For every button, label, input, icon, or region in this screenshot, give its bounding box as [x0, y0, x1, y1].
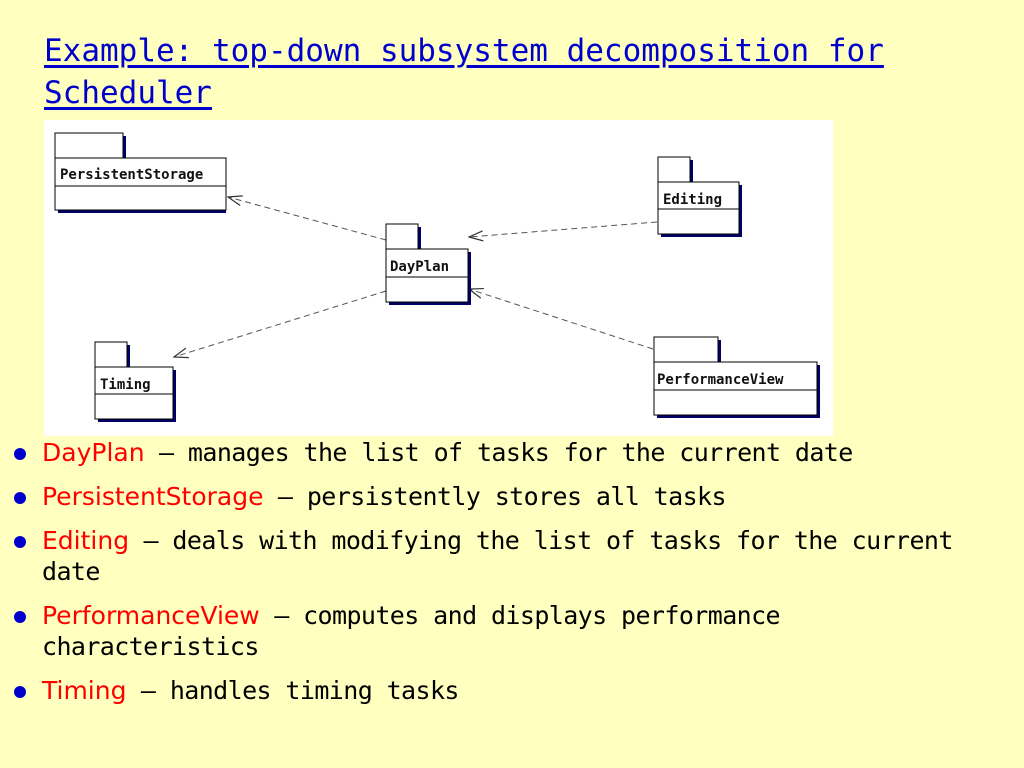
- term-persistentstorage: PersistentStorage: [42, 482, 264, 511]
- package-label-timing: Timing: [100, 377, 151, 393]
- dependency-dayplan-to-timing: [174, 290, 387, 357]
- term-performanceview: PerformanceView: [42, 601, 260, 630]
- list-item-dayplan: DayPlan – manages the list of tasks for …: [12, 437, 1002, 468]
- package-timing: Timing: [94, 341, 176, 422]
- term-dayplan: DayPlan: [42, 438, 145, 467]
- dependency-performanceview-to-dayplan: [469, 289, 654, 350]
- package-dayplan: DayPlan: [385, 223, 471, 305]
- bullet-dot-icon: [14, 492, 26, 504]
- list-item-persistentstorage: PersistentStorage – persistently stores …: [12, 481, 1002, 512]
- subsystem-diagram: PersistentStorage Editing DayPlan: [44, 120, 833, 436]
- package-label-persistentstorage: PersistentStorage: [60, 167, 203, 183]
- bullet-dot-icon: [14, 686, 26, 698]
- package-label-editing: Editing: [663, 192, 722, 208]
- package-performanceview: PerformanceView: [653, 336, 820, 418]
- package-editing: Editing: [657, 156, 742, 237]
- package-label-dayplan: DayPlan: [390, 259, 449, 275]
- term-timing: Timing: [42, 676, 127, 705]
- list-item-timing: Timing – handles timing tasks: [12, 675, 1002, 706]
- description-dayplan: – manages the list of tasks for the curr…: [144, 438, 853, 467]
- description-performanceview: – computes and displays performance char…: [42, 601, 781, 661]
- dependency-arrows: [174, 197, 658, 357]
- diagram-canvas: PersistentStorage Editing DayPlan: [54, 132, 820, 422]
- description-persistentstorage: – persistently stores all tasks: [263, 482, 727, 511]
- dependency-editing-to-dayplan: [469, 221, 658, 237]
- bullet-dot-icon: [14, 611, 26, 623]
- list-item-editing: Editing – deals with modifying the list …: [12, 525, 1002, 587]
- description-editing: – deals with modifying the list of tasks…: [42, 526, 953, 586]
- bullet-dot-icon: [14, 448, 26, 460]
- term-editing: Editing: [42, 526, 130, 555]
- dependency-dayplan-to-persistentstorage: [228, 197, 387, 241]
- package-persistentstorage: PersistentStorage: [54, 132, 227, 213]
- package-label-performanceview: PerformanceView: [657, 372, 784, 388]
- list-item-performanceview: PerformanceView – computes and displays …: [12, 600, 1002, 662]
- slide-title: Example: top-down subsystem decompositio…: [44, 33, 884, 111]
- description-list: DayPlan – manages the list of tasks for …: [12, 437, 1002, 719]
- description-timing: – handles timing tasks: [126, 676, 460, 705]
- bullet-dot-icon: [14, 536, 26, 548]
